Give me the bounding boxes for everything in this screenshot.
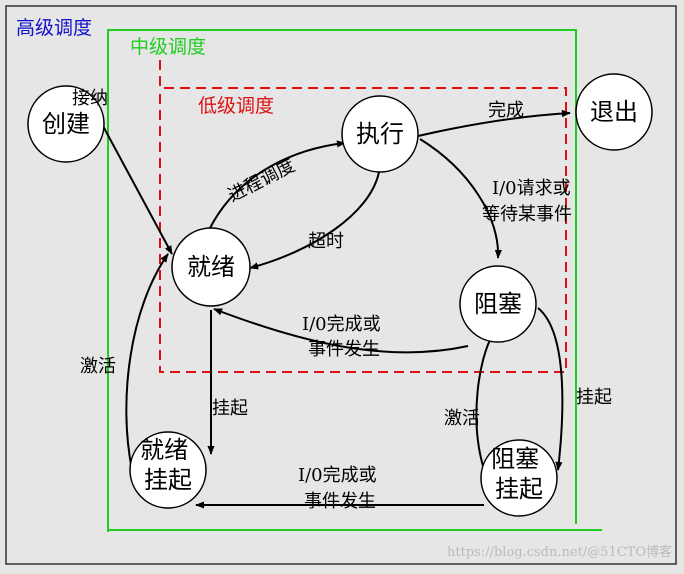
state-blocked: 阻塞: [459, 265, 537, 343]
state-blocked-text: 阻塞: [474, 290, 522, 318]
activate-blocked-label: 激活: [444, 408, 480, 429]
low-level-label: 低级调度: [198, 95, 274, 117]
high-level-frame: [5, 5, 677, 565]
admit-label: 接纳: [72, 88, 108, 109]
svg-text:阻塞 挂起: 阻塞 挂起: [491, 445, 547, 503]
dispatch-arrow: [209, 140, 346, 229]
state-create: 创建: [27, 85, 105, 163]
mid-level-label: 中级调度: [130, 36, 206, 58]
io-done-label: I/0完成或 事件发生: [302, 314, 386, 360]
state-exit: 退出: [575, 73, 653, 151]
io-done-arrow: [213, 308, 469, 354]
state-blocked-suspended-line2: 挂起: [495, 475, 543, 503]
state-exec: 执行: [341, 95, 419, 173]
suspend-ready-label: 挂起: [212, 398, 248, 419]
suspend-blocked-label: 挂起: [576, 387, 612, 408]
state-ready-suspended-line2: 挂起: [144, 466, 192, 494]
io-wait-line1: I/0请求或: [492, 178, 571, 199]
suspend-blocked-arrow: [537, 307, 564, 471]
complete-label: 完成: [488, 100, 524, 121]
timeout-arrow: [249, 171, 380, 270]
state-exit-text: 退出: [590, 98, 638, 126]
activate-blocked-arrow: [475, 333, 494, 467]
watermark: https://blog.csdn.net/@51CTO博客: [447, 544, 672, 560]
high-level-label: 高级调度: [16, 17, 92, 39]
state-exec-text: 执行: [356, 120, 404, 148]
activate-ready-label: 激活: [80, 356, 116, 377]
state-ready-text: 就绪: [187, 253, 235, 281]
complete-arrow: [417, 109, 571, 137]
low-level-frame: [159, 60, 567, 373]
mid-level-frame: [107, 29, 602, 532]
svg-text:创建: 创建: [42, 110, 90, 138]
state-ready-suspended-line1: 就绪: [140, 436, 188, 464]
svg-text:就绪 挂起: 就绪 挂起: [140, 436, 196, 494]
admit-arrow: [102, 125, 173, 255]
io-wait-label: I/0请求或 等待某事件: [482, 178, 576, 225]
svg-text:退出: 退出: [590, 98, 638, 126]
io-wait-arrow: [419, 138, 502, 259]
state-ready: 就绪: [171, 227, 251, 307]
svg-text:就绪: 就绪: [187, 253, 235, 281]
io-done-suspended-line2: 事件发生: [304, 491, 376, 512]
io-wait-line2: 等待某事件: [482, 204, 572, 225]
io-done-suspended-line1: I/0完成或: [298, 465, 377, 486]
state-blocked-suspended-line1: 阻塞: [491, 445, 539, 473]
dispatch-label: 进程调度: [225, 155, 299, 206]
io-done-suspended-label: I/0完成或 事件发生: [298, 465, 382, 512]
svg-text:执行: 执行: [356, 120, 404, 148]
state-blocked-suspended: 阻塞 挂起: [480, 439, 558, 517]
io-done-line1: I/0完成或: [302, 314, 381, 335]
timeout-label: 超时: [308, 231, 344, 252]
svg-text:阻塞: 阻塞: [474, 290, 522, 318]
state-create-text: 创建: [42, 110, 90, 138]
state-ready-suspended: 就绪 挂起: [129, 431, 207, 509]
io-done-line2: 事件发生: [308, 339, 380, 360]
activate-ready-arrow: [125, 253, 169, 471]
